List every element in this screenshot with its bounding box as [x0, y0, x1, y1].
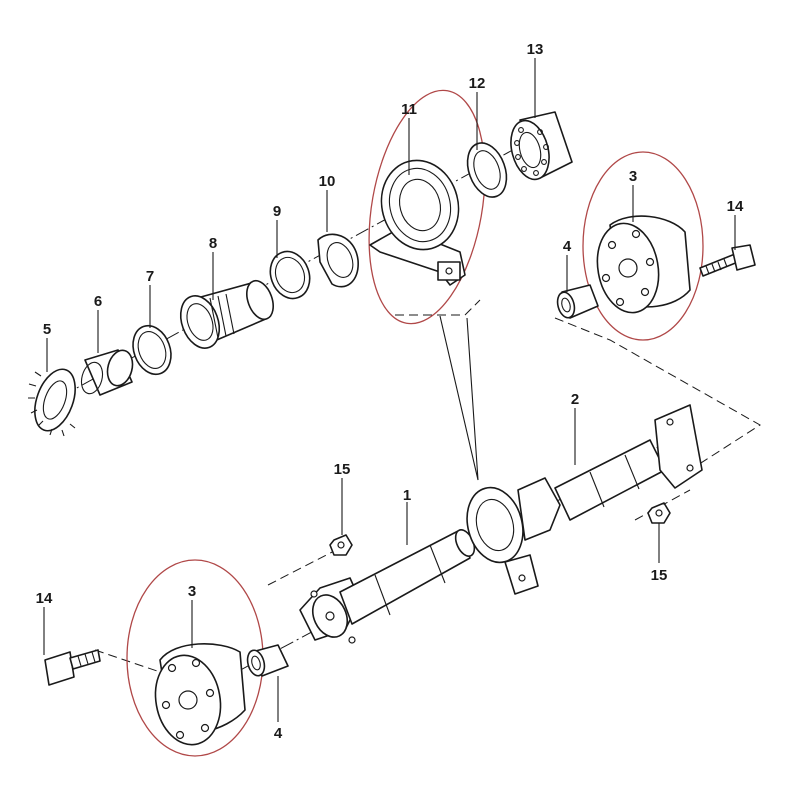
callout-6: 6	[94, 293, 102, 310]
callout-14-upper: 14	[727, 198, 744, 215]
part-4-bushing-upper	[556, 284, 599, 319]
leader-lines	[43, 58, 736, 722]
callout-15-left: 15	[334, 461, 351, 478]
highlight-circle-center-bearing	[368, 89, 486, 325]
part-3-flex-disc-upper	[596, 215, 691, 314]
callout-14-lower: 14	[36, 590, 53, 607]
callout-4-upper: 4	[563, 238, 572, 255]
part-9-ring	[269, 250, 311, 300]
callout-1: 1	[403, 487, 411, 504]
callout-5: 5	[43, 321, 51, 338]
part-1-front-shaft	[299, 529, 476, 644]
part-15-nut-left	[329, 534, 353, 556]
highlight-circles	[126, 89, 704, 757]
part-13-ball-bearing	[510, 111, 573, 181]
callout-10: 10	[319, 173, 336, 190]
part-14-bolt-upper	[699, 244, 756, 277]
part-4-bushing-lower	[246, 644, 289, 677]
highlight-circle-flex-disc-upper	[582, 151, 704, 341]
part-2-rear-shaft	[517, 404, 703, 541]
callout-13: 13	[527, 41, 544, 58]
callout-4-lower: 4	[274, 725, 283, 742]
callout-labels: 1 2 3 3 4 4 5 6 7 8 9 10 11 12 13 14 14 …	[36, 41, 744, 742]
part-7-snap-ring	[132, 324, 172, 376]
callout-8: 8	[209, 235, 217, 252]
part-6-bushing	[80, 349, 134, 396]
callout-7: 7	[146, 268, 154, 285]
part-15-nut-right	[647, 502, 671, 524]
callout-2: 2	[571, 391, 579, 408]
callout-3-upper: 3	[629, 168, 637, 185]
callout-12: 12	[469, 75, 486, 92]
part-14-bolt-lower	[44, 649, 101, 686]
part-10-dust-shield	[317, 233, 359, 288]
callout-11: 11	[401, 101, 417, 118]
part-5-spline-ring	[28, 368, 76, 437]
part-12-washer	[466, 142, 508, 198]
part-8-sleeve	[179, 279, 274, 349]
part-11-center-bearing	[369, 159, 466, 286]
callout-3-lower: 3	[188, 583, 196, 600]
center-support-assembled	[466, 486, 539, 595]
callout-15-right: 15	[651, 567, 668, 584]
callout-9: 9	[273, 203, 281, 220]
part-3-flex-disc-lower	[154, 643, 246, 746]
